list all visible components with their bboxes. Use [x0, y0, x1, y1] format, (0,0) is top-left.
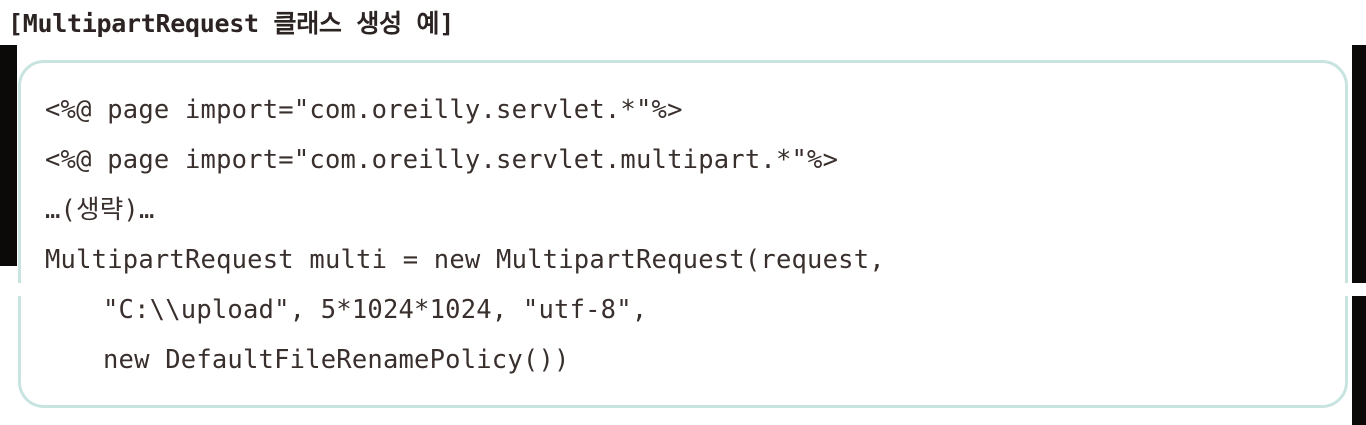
code-line: "C:\\upload", 5*1024*1024, "utf-8",: [103, 295, 648, 325]
code-line: <%@ page import="com.oreilly.servlet.mul…: [45, 145, 839, 175]
code-line: <%@ page import="com.oreilly.servlet.*"%…: [45, 95, 683, 125]
code-line: MultipartRequest multi = new MultipartRe…: [45, 245, 885, 275]
scan-seam: [0, 283, 1366, 296]
page-edge-shadow-left: [0, 45, 17, 266]
code-line: …(생략)…: [45, 195, 155, 225]
page-edge-shadow-right: [1352, 45, 1366, 425]
code-listing: <%@ page import="com.oreilly.servlet.*"%…: [45, 85, 1335, 385]
page-title: [MultipartRequest 클래스 생성 예]: [8, 9, 454, 38]
code-line: new DefaultFileRenamePolicy()): [103, 345, 570, 375]
code-callout-box: <%@ page import="com.oreilly.servlet.*"%…: [18, 60, 1348, 408]
